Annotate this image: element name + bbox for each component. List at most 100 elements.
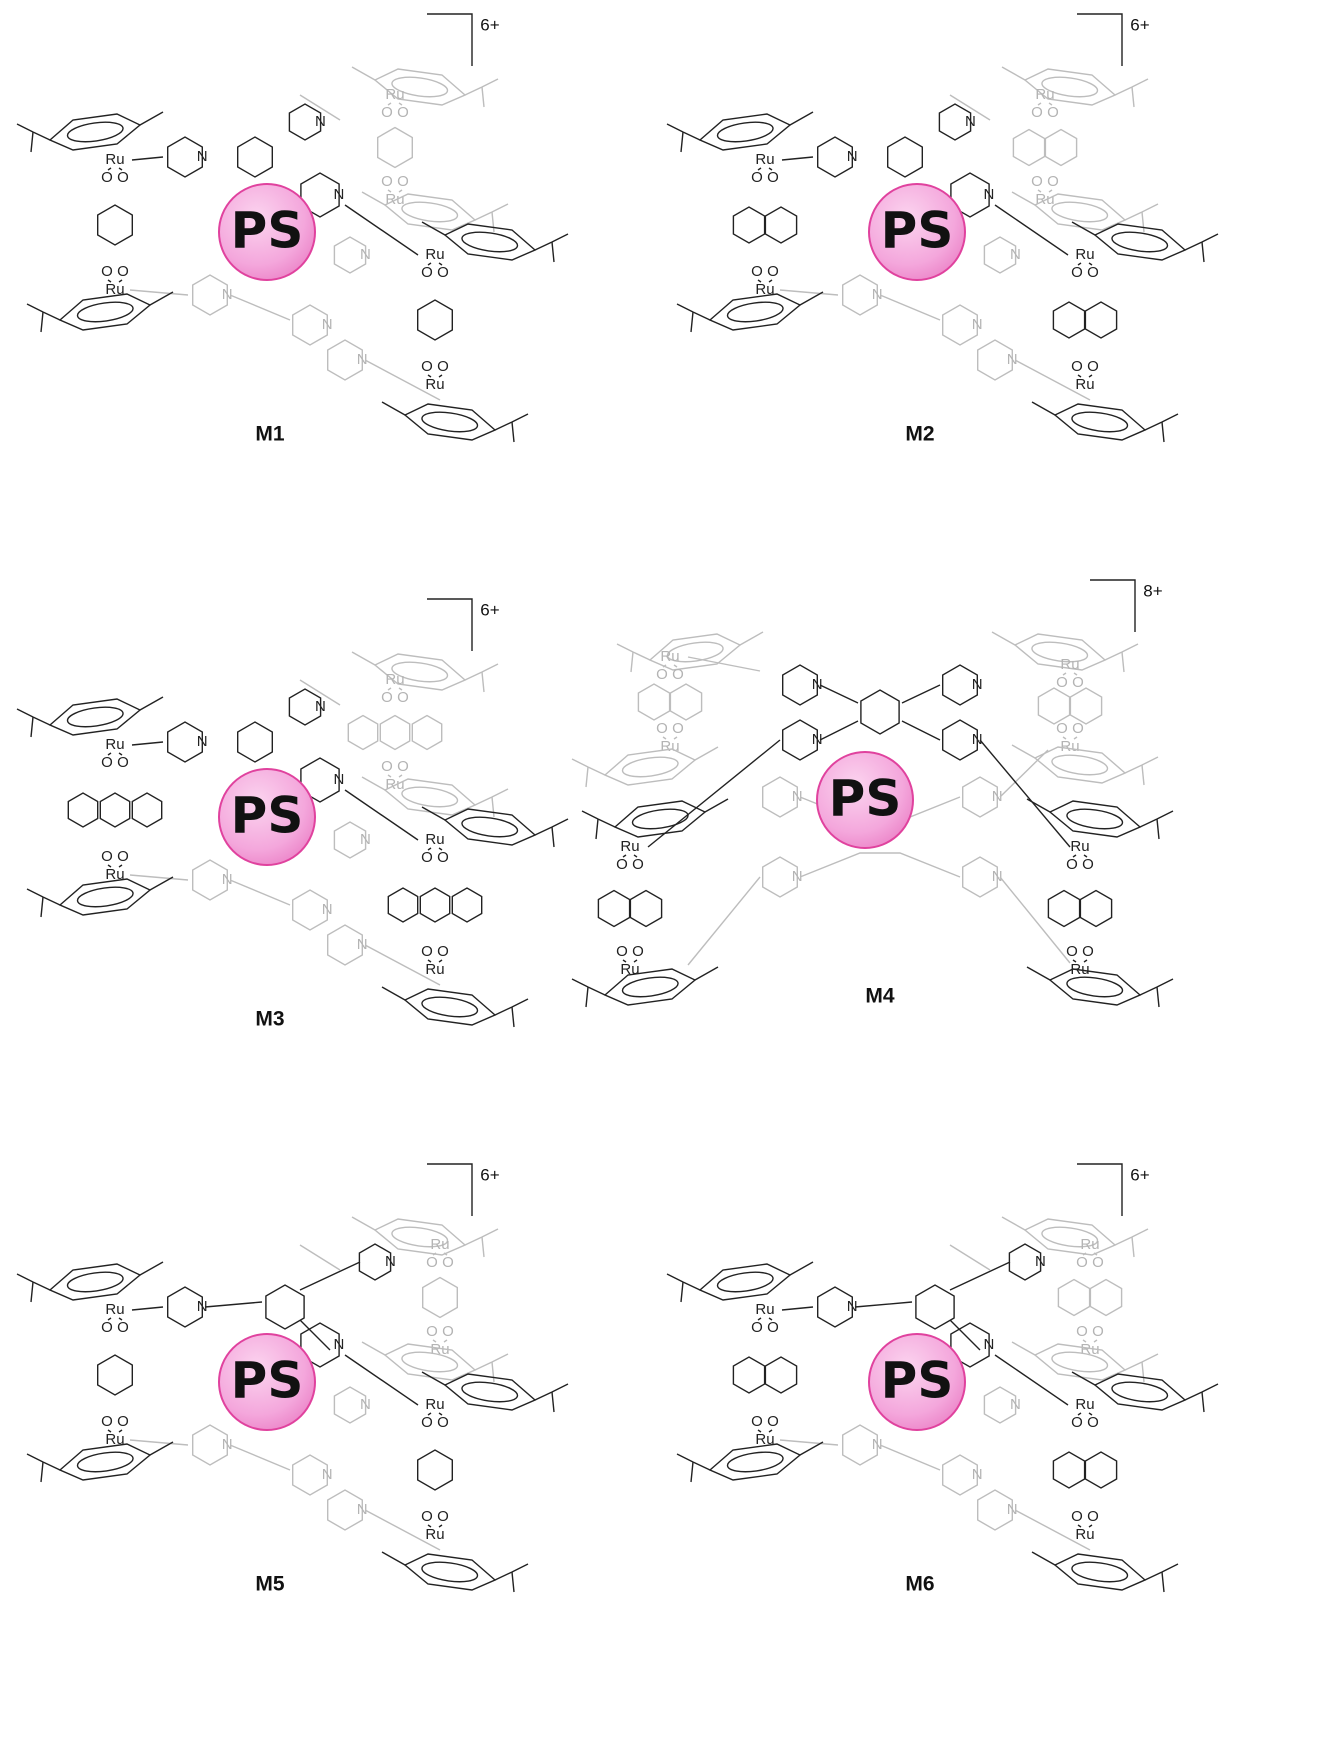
isopropyl-bond [1156,978,1174,988]
isopropyl-bond [534,1391,553,1401]
oxygen-label: O [117,263,129,280]
ru-o-bond [107,752,112,756]
pyridine-ring [962,856,998,898]
methyl-bond [799,1441,824,1456]
charge-bracket [1077,1163,1123,1216]
isopropyl-bond [581,810,599,820]
ru-o-bond [427,374,432,378]
cymene-ring [613,800,707,838]
methyl-bond [704,798,729,813]
cymene-ring-aromatic-circle [1111,231,1169,253]
ru-o-bond [107,167,112,171]
isopropyl-bond [494,1571,513,1581]
ruthenium-label: Ru [105,1431,124,1448]
triazine-ring [237,136,273,178]
isopropyl-bond [690,311,694,333]
methyl-bond [1031,401,1056,416]
ru-o-bond [662,664,667,668]
ru-o-bond [387,774,392,778]
anthraquinone-ring [451,887,483,923]
vinyl-linker [854,1261,1011,1351]
linker-bond [229,294,291,321]
isopropyl-bond [1161,421,1165,443]
oxygen-label: O [1066,856,1078,873]
isopropyl-bond [491,796,495,818]
isopropyl-bond [1124,764,1143,774]
cymene-ring [48,698,142,736]
ps-guest-label: PS [881,1352,954,1410]
naphthoquinone-ring [732,206,766,244]
oxygen-label: O [1087,1508,1099,1525]
pyridine-ring [192,274,228,316]
isopropyl-bond [491,788,509,798]
isopropyl-bond [511,1563,529,1573]
oxygen-label: O [442,1254,454,1271]
isopropyl-bond [464,1236,483,1246]
nitrogen-label: N [812,731,823,748]
methyl-bond [739,631,764,646]
oxygen-label: O [381,173,393,190]
ru-o-bond [387,189,392,193]
ru-o-bond [118,1429,123,1433]
anthraquinone-ring [419,887,451,923]
nitrogen-label: N [357,936,368,953]
pyridine-ring [333,1386,367,1424]
ru-o-bond [387,102,392,106]
ruthenium-label: Ru [1080,1236,1099,1253]
isopropyl-bond [1156,986,1160,1008]
isopropyl-bond [682,1281,701,1291]
benzoquinone-ring [417,299,453,341]
isopropyl-bond [491,203,509,213]
nitrogen-label: N [1010,1396,1021,1413]
cymene-ring-aromatic-circle [401,786,459,808]
linker-bond [879,294,941,321]
methyl-bond [1011,1341,1036,1356]
nitrogen-label: N [222,1436,233,1453]
pyridine-ring [762,776,798,818]
oxygen-label: O [117,1319,129,1336]
cymene-ring-aromatic-circle [1051,1351,1109,1373]
oxygen-label: O [101,169,113,186]
nitrogen-label: N [972,1466,983,1483]
ruthenium-label: Ru [755,281,774,298]
complex-label: M6 [905,1573,934,1596]
methyl-bond [361,776,386,791]
cymene-ring [1053,403,1147,441]
isopropyl-bond [585,766,589,788]
ruthenium-label: Ru [660,738,679,755]
naphthoquinone-ring [629,889,663,928]
methyl-bond [139,696,164,711]
isopropyl-bond [1139,986,1158,996]
ru-n-bond [129,874,189,881]
ruthenium-label: Ru [755,151,774,168]
ru-o-bond [757,167,762,171]
cymene-ring [373,1218,467,1256]
oxygen-label: O [421,849,433,866]
ru-o-bond [768,279,773,283]
cymene-ring-aromatic-circle [391,76,449,98]
methyl-bond [1001,66,1026,81]
cymene-ring-aromatic-circle [461,231,519,253]
nitrogen-label: N [322,1466,333,1483]
isopropyl-bond [32,131,51,141]
oxygen-label: O [1072,720,1084,737]
charge-bracket [427,1163,473,1216]
ruthenium-label: Ru [105,151,124,168]
cymene-ring [698,1263,792,1301]
ru-o-bond [768,1317,773,1321]
oxygen-label: O [397,104,409,121]
nitrogen-label: N [315,698,326,715]
ruthenium-label: Ru [105,736,124,753]
ru-n-bond [949,94,991,121]
nitrogen-label: N [972,731,983,748]
isopropyl-bond [1141,1361,1145,1383]
isopropyl-bond [692,1461,711,1471]
isopropyl-bond [587,986,606,996]
ru-n-bond [299,1244,341,1271]
cymene-ring-aromatic-circle [726,1451,784,1473]
oxygen-label: O [1047,173,1059,190]
ru-o-bond [398,687,403,691]
oxygen-label: O [117,754,129,771]
